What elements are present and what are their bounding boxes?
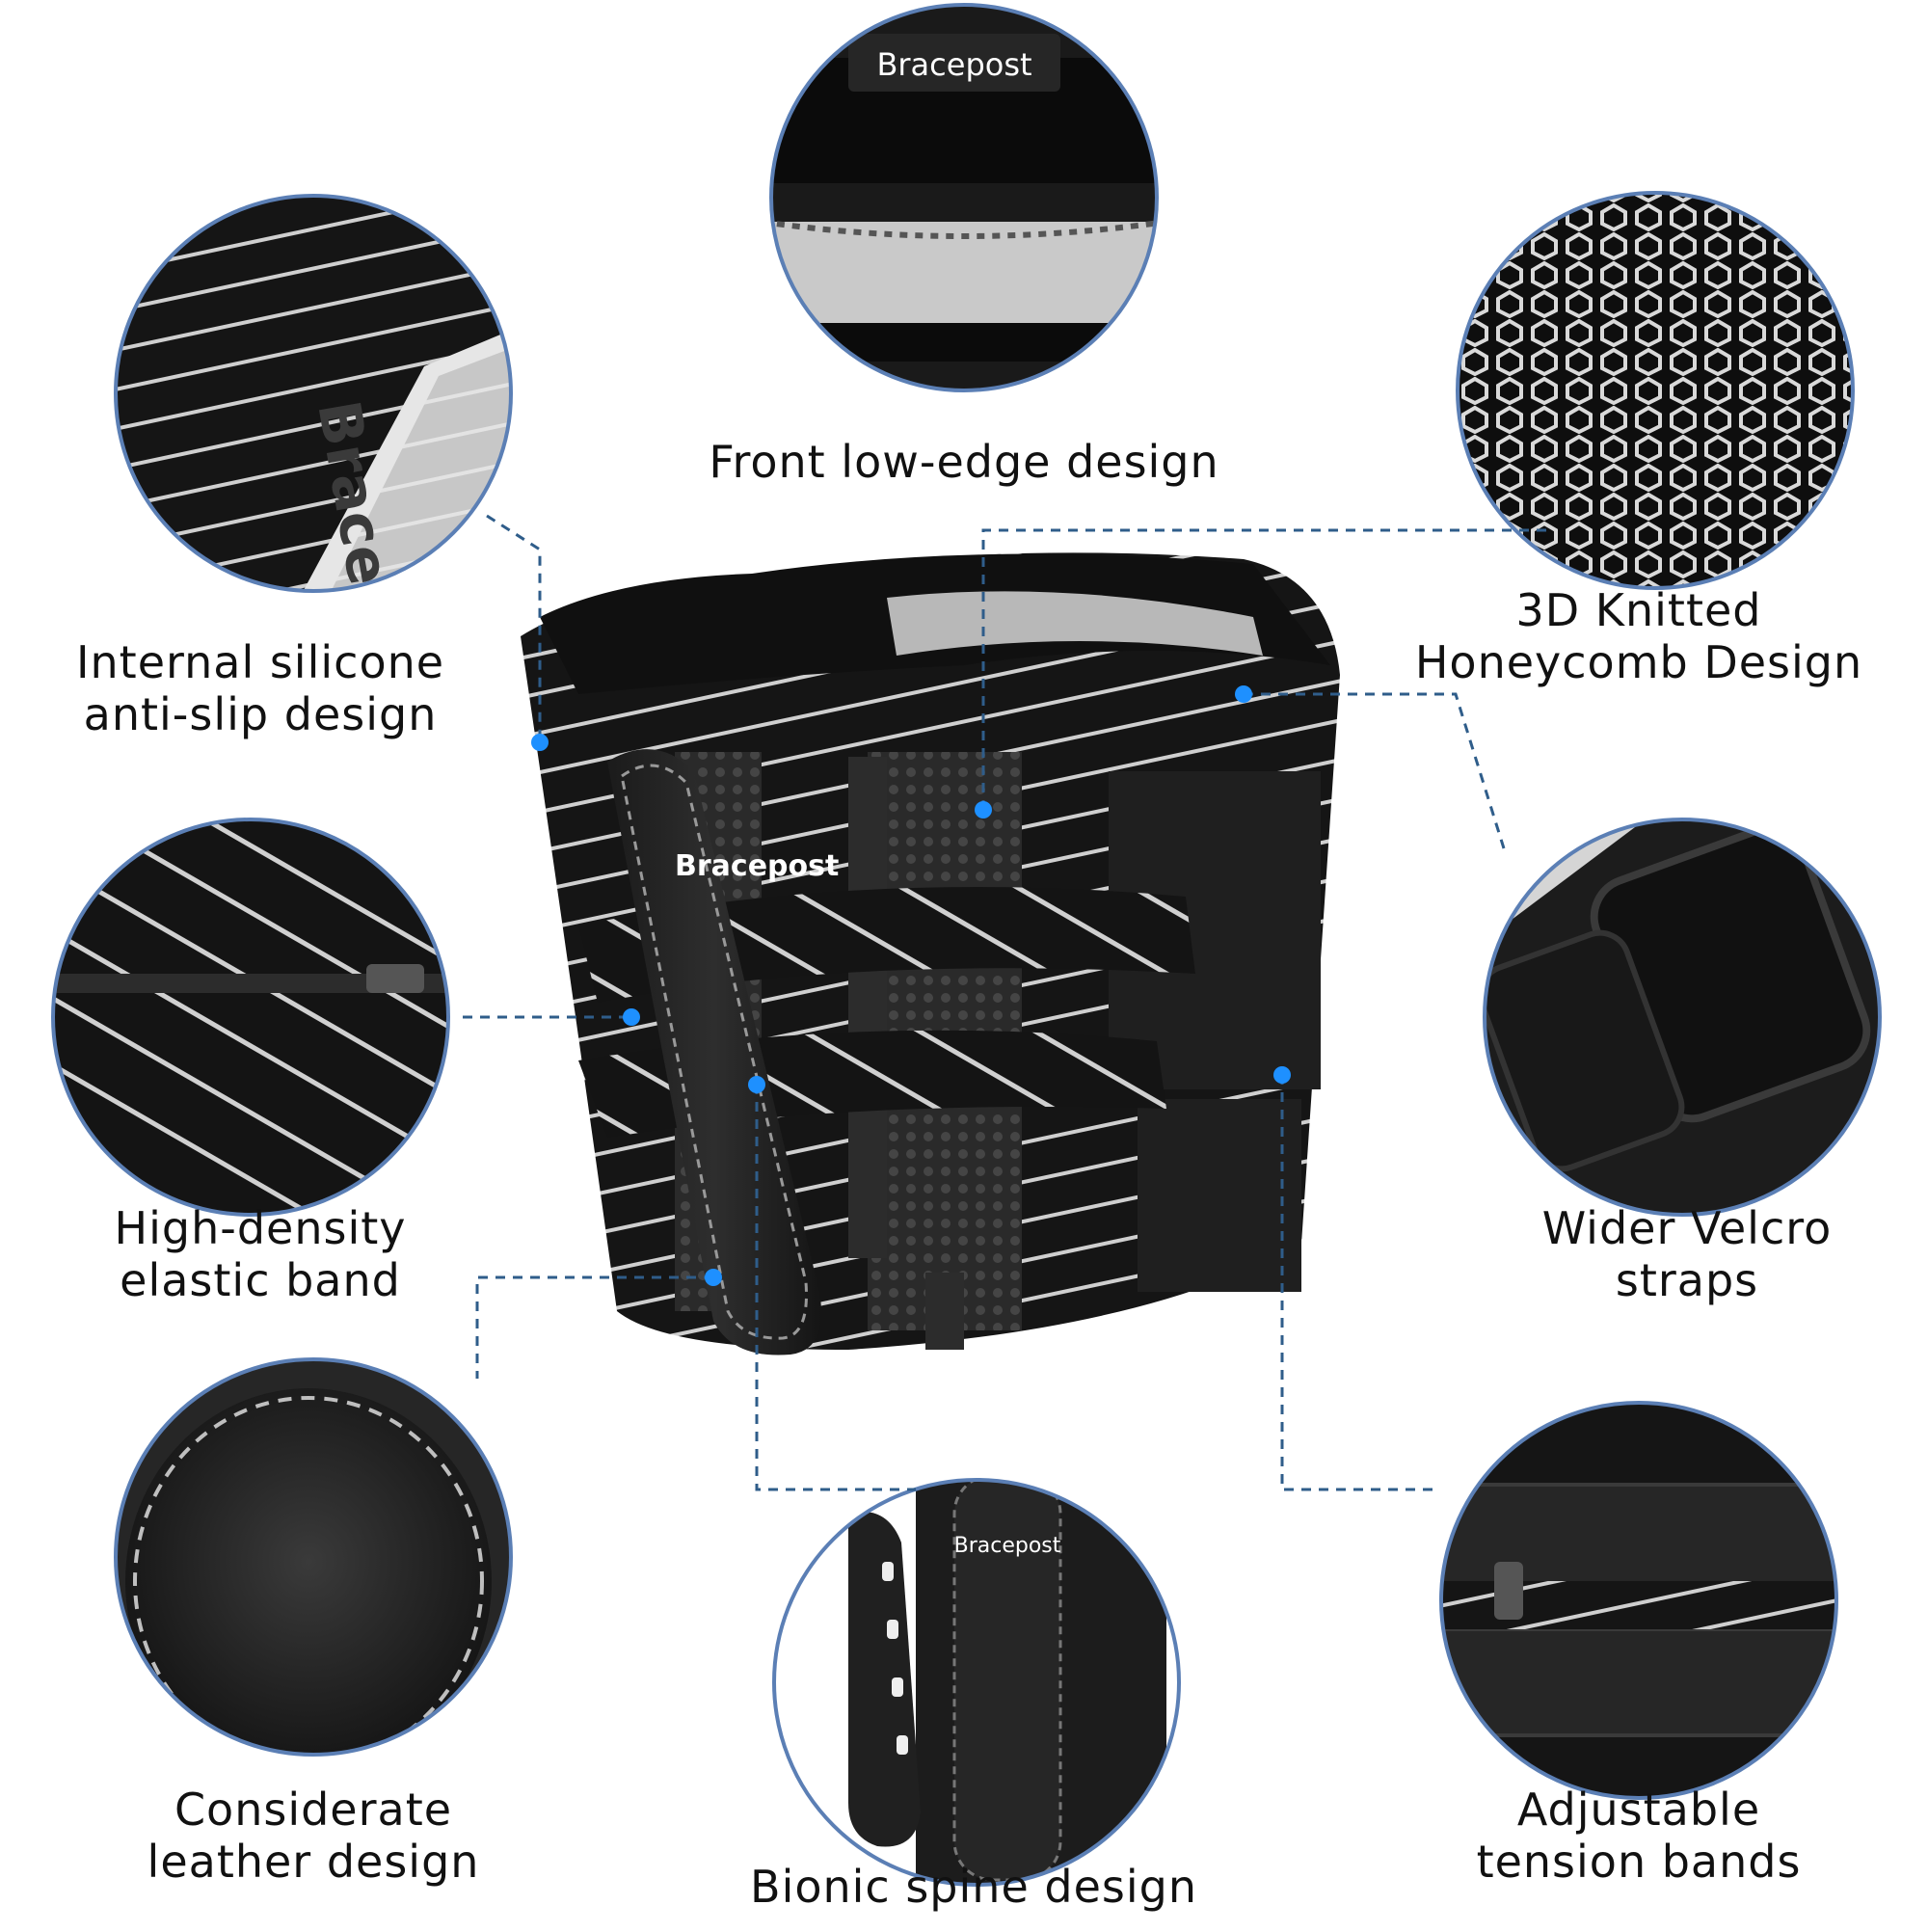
label-leather: Considerate leather design	[106, 1784, 521, 1888]
leader-lines	[463, 514, 1552, 1491]
label-velcro-line2: straps	[1615, 1254, 1759, 1306]
leader-leather	[475, 1275, 713, 1379]
leader-silicone	[486, 514, 542, 742]
label-tension-line1: Adjustable	[1516, 1784, 1761, 1836]
label-velcro-line1: Wider Velcro	[1541, 1202, 1833, 1254]
logo-text: Bracepost	[876, 46, 1031, 83]
label-leather-line2: leather design	[147, 1836, 480, 1888]
label-elastic-band-line2: elastic band	[120, 1254, 401, 1306]
dot-tension	[1273, 1066, 1291, 1084]
dot-velcro	[1235, 685, 1252, 703]
detail-circle-tension	[1439, 1401, 1838, 1800]
label-honeycomb-line1: 3D Knitted	[1515, 584, 1762, 636]
label-internal-silicone-line1: Internal silicone	[75, 636, 445, 688]
dot-leather	[705, 1269, 722, 1286]
label-elastic-band-line1: High-density	[114, 1202, 407, 1254]
detail-circle-front-edge: Bracepost	[769, 3, 1159, 392]
detail-circle-honeycomb	[1456, 191, 1855, 590]
label-internal-silicone-line2: anti-slip design	[83, 688, 438, 740]
spine-logo-text: Bracepost	[954, 1534, 1061, 1558]
label-spine: Bionic spine design	[713, 1861, 1234, 1913]
leader-velcro	[1244, 692, 1506, 849]
leader-honeycomb	[981, 528, 1552, 810]
dot-elastic	[623, 1008, 640, 1026]
label-elastic-band: High-density elastic band	[58, 1202, 463, 1306]
callout-dots	[531, 685, 1291, 1286]
label-front-low-edge-line1: Front low-edge design	[709, 436, 1219, 488]
detail-circle-spine: Bracepost	[772, 1478, 1181, 1887]
label-front-low-edge: Front low-edge design	[675, 436, 1253, 488]
dot-honeycomb	[975, 801, 992, 818]
back-brace-product: Bracepost	[521, 552, 1340, 1355]
label-tension-line2: tension bands	[1476, 1836, 1802, 1888]
dot-spine	[748, 1076, 765, 1093]
label-honeycomb: 3D Knitted Honeycomb Design	[1388, 584, 1889, 688]
label-tension: Adjustable tension bands	[1446, 1784, 1832, 1888]
detail-circle-elastic	[51, 818, 450, 1217]
leader-spine	[755, 1085, 916, 1491]
dot-silicone	[531, 734, 549, 751]
label-honeycomb-line2: Honeycomb Design	[1414, 636, 1863, 688]
label-internal-silicone: Internal silicone anti-slip design	[39, 636, 482, 740]
product-logo-text: Bracepost	[675, 849, 839, 883]
label-velcro: Wider Velcro straps	[1485, 1202, 1889, 1306]
label-spine-line1: Bionic spine design	[750, 1861, 1197, 1913]
label-leather-line1: Considerate	[174, 1784, 453, 1836]
detail-circle-velcro	[1483, 818, 1882, 1217]
detail-circle-leather	[114, 1357, 513, 1757]
